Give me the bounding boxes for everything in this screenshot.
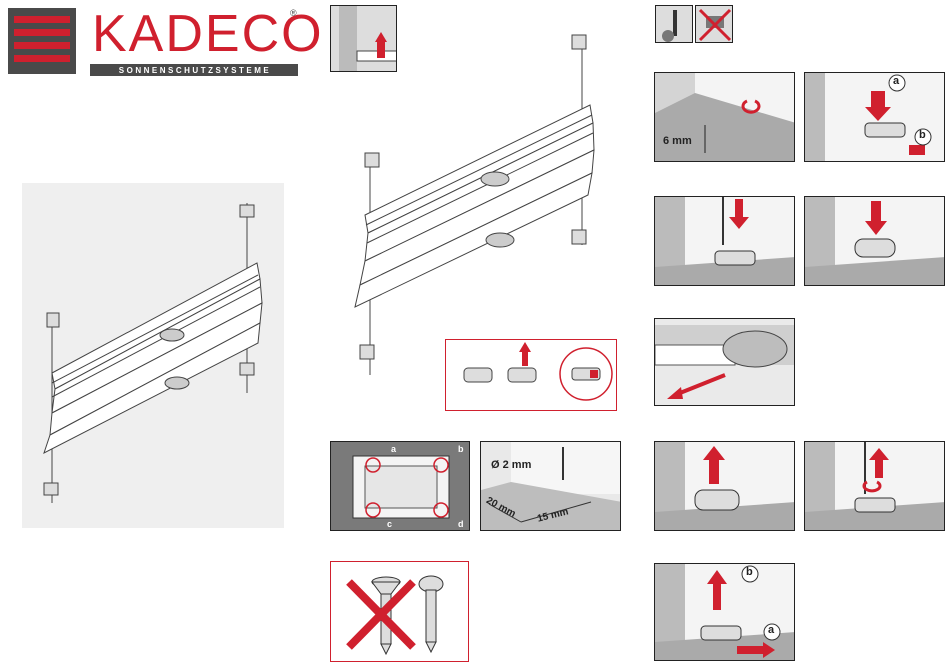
screw-panhead-icon — [419, 576, 443, 652]
screwdriver-icon — [655, 5, 693, 43]
step-1-floor-gap: 6 mm — [654, 72, 795, 162]
step-marker-b: b — [919, 129, 926, 141]
step-7-unscrew-clip — [804, 441, 945, 531]
clip-closeup-box — [445, 339, 617, 411]
brand-name: KADECO — [92, 4, 324, 64]
step-marker-a: a — [893, 75, 899, 87]
step-6-lift-clip — [654, 441, 795, 531]
window-frame-diagram: a b c d — [330, 441, 470, 531]
drill-measurement-diagram: Ø 2 mm 20 mm 15 mm — [480, 441, 621, 531]
clip-closeup-icon — [446, 340, 616, 410]
step-4-press-clip — [804, 196, 945, 286]
brand-logo: KADECO ® SONNENSCHUTZSYSTEME — [8, 8, 298, 78]
corner-marker-b: b — [458, 444, 464, 454]
brand-tagline: SONNENSCHUTZSYSTEME — [92, 66, 298, 75]
overview-illustration — [22, 183, 284, 528]
no-drill-icon — [695, 5, 733, 43]
floor-gap-label: 6 mm — [663, 135, 692, 147]
corner-marker-c: c — [387, 519, 392, 529]
step-marker-b-remove: b — [746, 566, 753, 578]
step-3-screw-clip — [654, 196, 795, 286]
corner-marker-a: a — [391, 444, 396, 454]
tool-icons — [655, 5, 735, 45]
step-marker-a-remove: a — [768, 624, 774, 636]
drill-diameter-label: Ø 2 mm — [491, 459, 531, 471]
brand-registered: ® — [290, 8, 297, 18]
step-8-remove-clip: b a — [654, 563, 795, 661]
pleated-blind-illustration — [22, 183, 284, 528]
screw-type-warning — [330, 561, 469, 662]
step-2-insert-clip: a b — [804, 72, 945, 162]
step-5-slide-headrail — [654, 318, 795, 406]
corner-marker-d: d — [458, 519, 464, 529]
